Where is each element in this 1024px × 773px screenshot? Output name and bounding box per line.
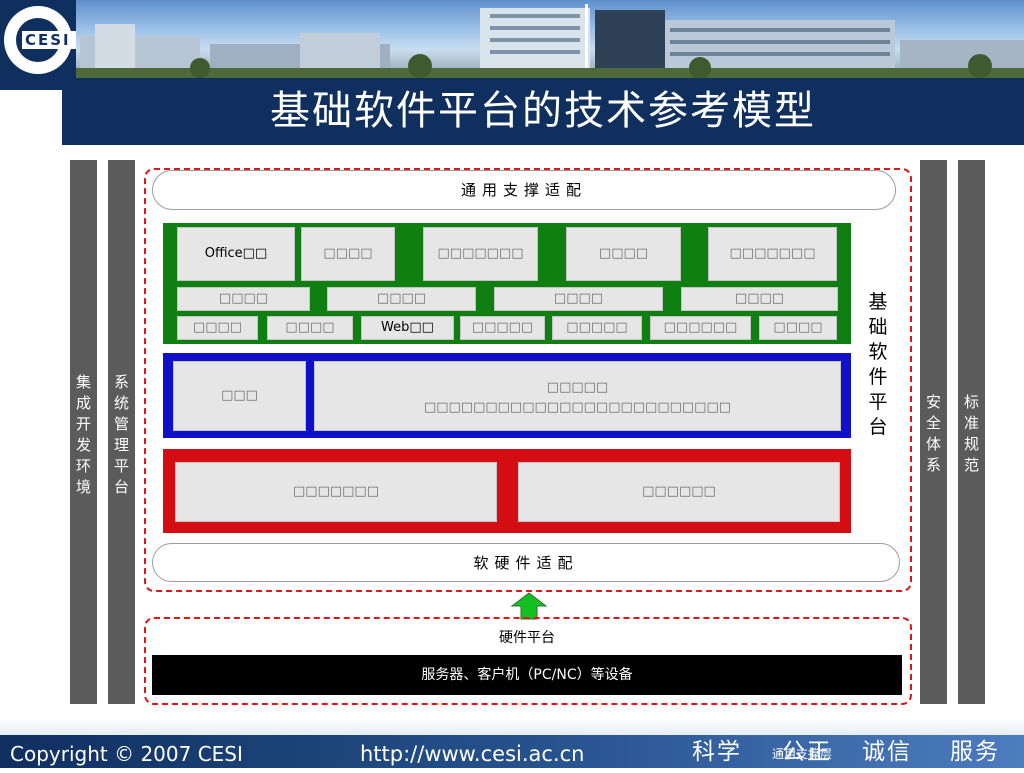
layer-box: Office□□: [177, 227, 295, 281]
up-arrow-icon: [510, 592, 548, 620]
label-char: 平: [868, 391, 888, 413]
pillar-integrated-dev-env: 集 成 开 发 环 境: [70, 160, 97, 704]
pillar-char: 平: [113, 457, 129, 475]
pillar-char: 范: [963, 456, 979, 474]
pillar-char: 发: [75, 436, 91, 454]
general-support-adapter-bar: 通用支撑适配: [152, 170, 896, 210]
hardware-devices-bar: 服务器、客户机（PC/NC）等设备: [152, 655, 902, 695]
layer-box: □□□□: [177, 316, 258, 340]
layer-box: □□□□□□□: [423, 227, 538, 281]
hardware-software-adapter-bar: 软硬件适配: [152, 543, 900, 582]
pillar-char: 统: [113, 394, 129, 412]
pillar-char: 理: [113, 436, 129, 454]
building-skyline-image: [0, 4, 1024, 80]
pillar-char: 标: [963, 393, 979, 411]
pillar-char: 安: [925, 393, 941, 411]
layer-box: □□□: [173, 361, 306, 431]
pillar-char: 开: [75, 415, 91, 433]
title-bar: [62, 78, 1024, 145]
layer-box: □□□□: [681, 287, 838, 311]
layer-box: □□□□□: [460, 316, 545, 340]
label-char: 础: [868, 316, 888, 338]
pillar-char: 管: [113, 415, 129, 433]
pillar-char: 集: [75, 373, 91, 391]
layer-box: □□□□□□□: [708, 227, 837, 281]
pillar-security-system: 安 全 体 系: [920, 160, 947, 704]
layer-box: □□□□: [327, 287, 476, 311]
pillar-char: 环: [75, 457, 91, 475]
footer-overlay-label: 通用支撑层: [772, 747, 833, 761]
layer-box-wide: □□□□□ □□□□□□□□□□□□□□□□□□□□□□□□□: [314, 361, 841, 431]
page-title: 基础软件平台的技术参考模型: [270, 88, 816, 134]
footer-motto-science: 科学: [692, 739, 742, 765]
footer-motto-integrity: 诚信: [862, 739, 912, 765]
footer-motto-fairness: 公正: [782, 739, 832, 765]
pillar-char: 体: [925, 435, 941, 453]
layer-box: □□□□: [267, 316, 353, 340]
pillar-char: 系: [113, 373, 129, 391]
layer-box: Web□□: [361, 316, 454, 340]
pillar-char: 系: [925, 456, 941, 474]
pillar-char: 境: [75, 478, 91, 496]
layer-box: □□□□: [759, 316, 837, 340]
layer-box: □□□□□: [552, 316, 642, 340]
pillar-char: 全: [925, 414, 941, 432]
label-char: 件: [868, 366, 888, 388]
footer-wave: [0, 718, 1024, 740]
basic-software-platform-label: 基 础 软 件 平 台: [864, 290, 892, 450]
footer-url[interactable]: http://www.cesi.ac.cn: [360, 742, 585, 766]
pillar-char: 台: [113, 478, 129, 496]
layer-box-line: □□□□□□□□□□□□□□□□□□□□□□□□□: [423, 400, 732, 415]
pillar-char: 准: [963, 414, 979, 432]
label-char: 台: [868, 416, 888, 438]
layer-box: □□□□: [566, 227, 681, 281]
footer-bar: [0, 735, 1024, 768]
pillar-char: 规: [963, 435, 979, 453]
layer-box: □□□□□□□: [175, 462, 497, 522]
layer-box: □□□□□□: [518, 462, 840, 522]
label-char: 基: [868, 291, 888, 313]
pillar-system-management: 系 统 管 理 平 台: [108, 160, 135, 704]
footer-copyright: Copyright © 2007 CESI: [10, 742, 243, 766]
hardware-platform-title: 硬件平台: [499, 630, 555, 646]
layer-box: □□□□□□: [650, 316, 751, 340]
logo-text: CESI: [22, 31, 76, 49]
layer-box: □□□□: [494, 287, 663, 311]
footer-motto-service: 服务: [950, 739, 1000, 765]
header-banner-photo: [0, 0, 1024, 80]
layer-box: □□□□: [301, 227, 395, 281]
label-char: 软: [868, 341, 888, 363]
basic-software-platform-group: [144, 168, 912, 592]
layer-box: □□□□: [177, 287, 310, 311]
hardware-platform-group: [144, 617, 912, 705]
layer-box-line: □□□□□: [546, 380, 609, 395]
pillar-char: 成: [75, 394, 91, 412]
pillar-standards: 标 准 规 范: [958, 160, 985, 704]
